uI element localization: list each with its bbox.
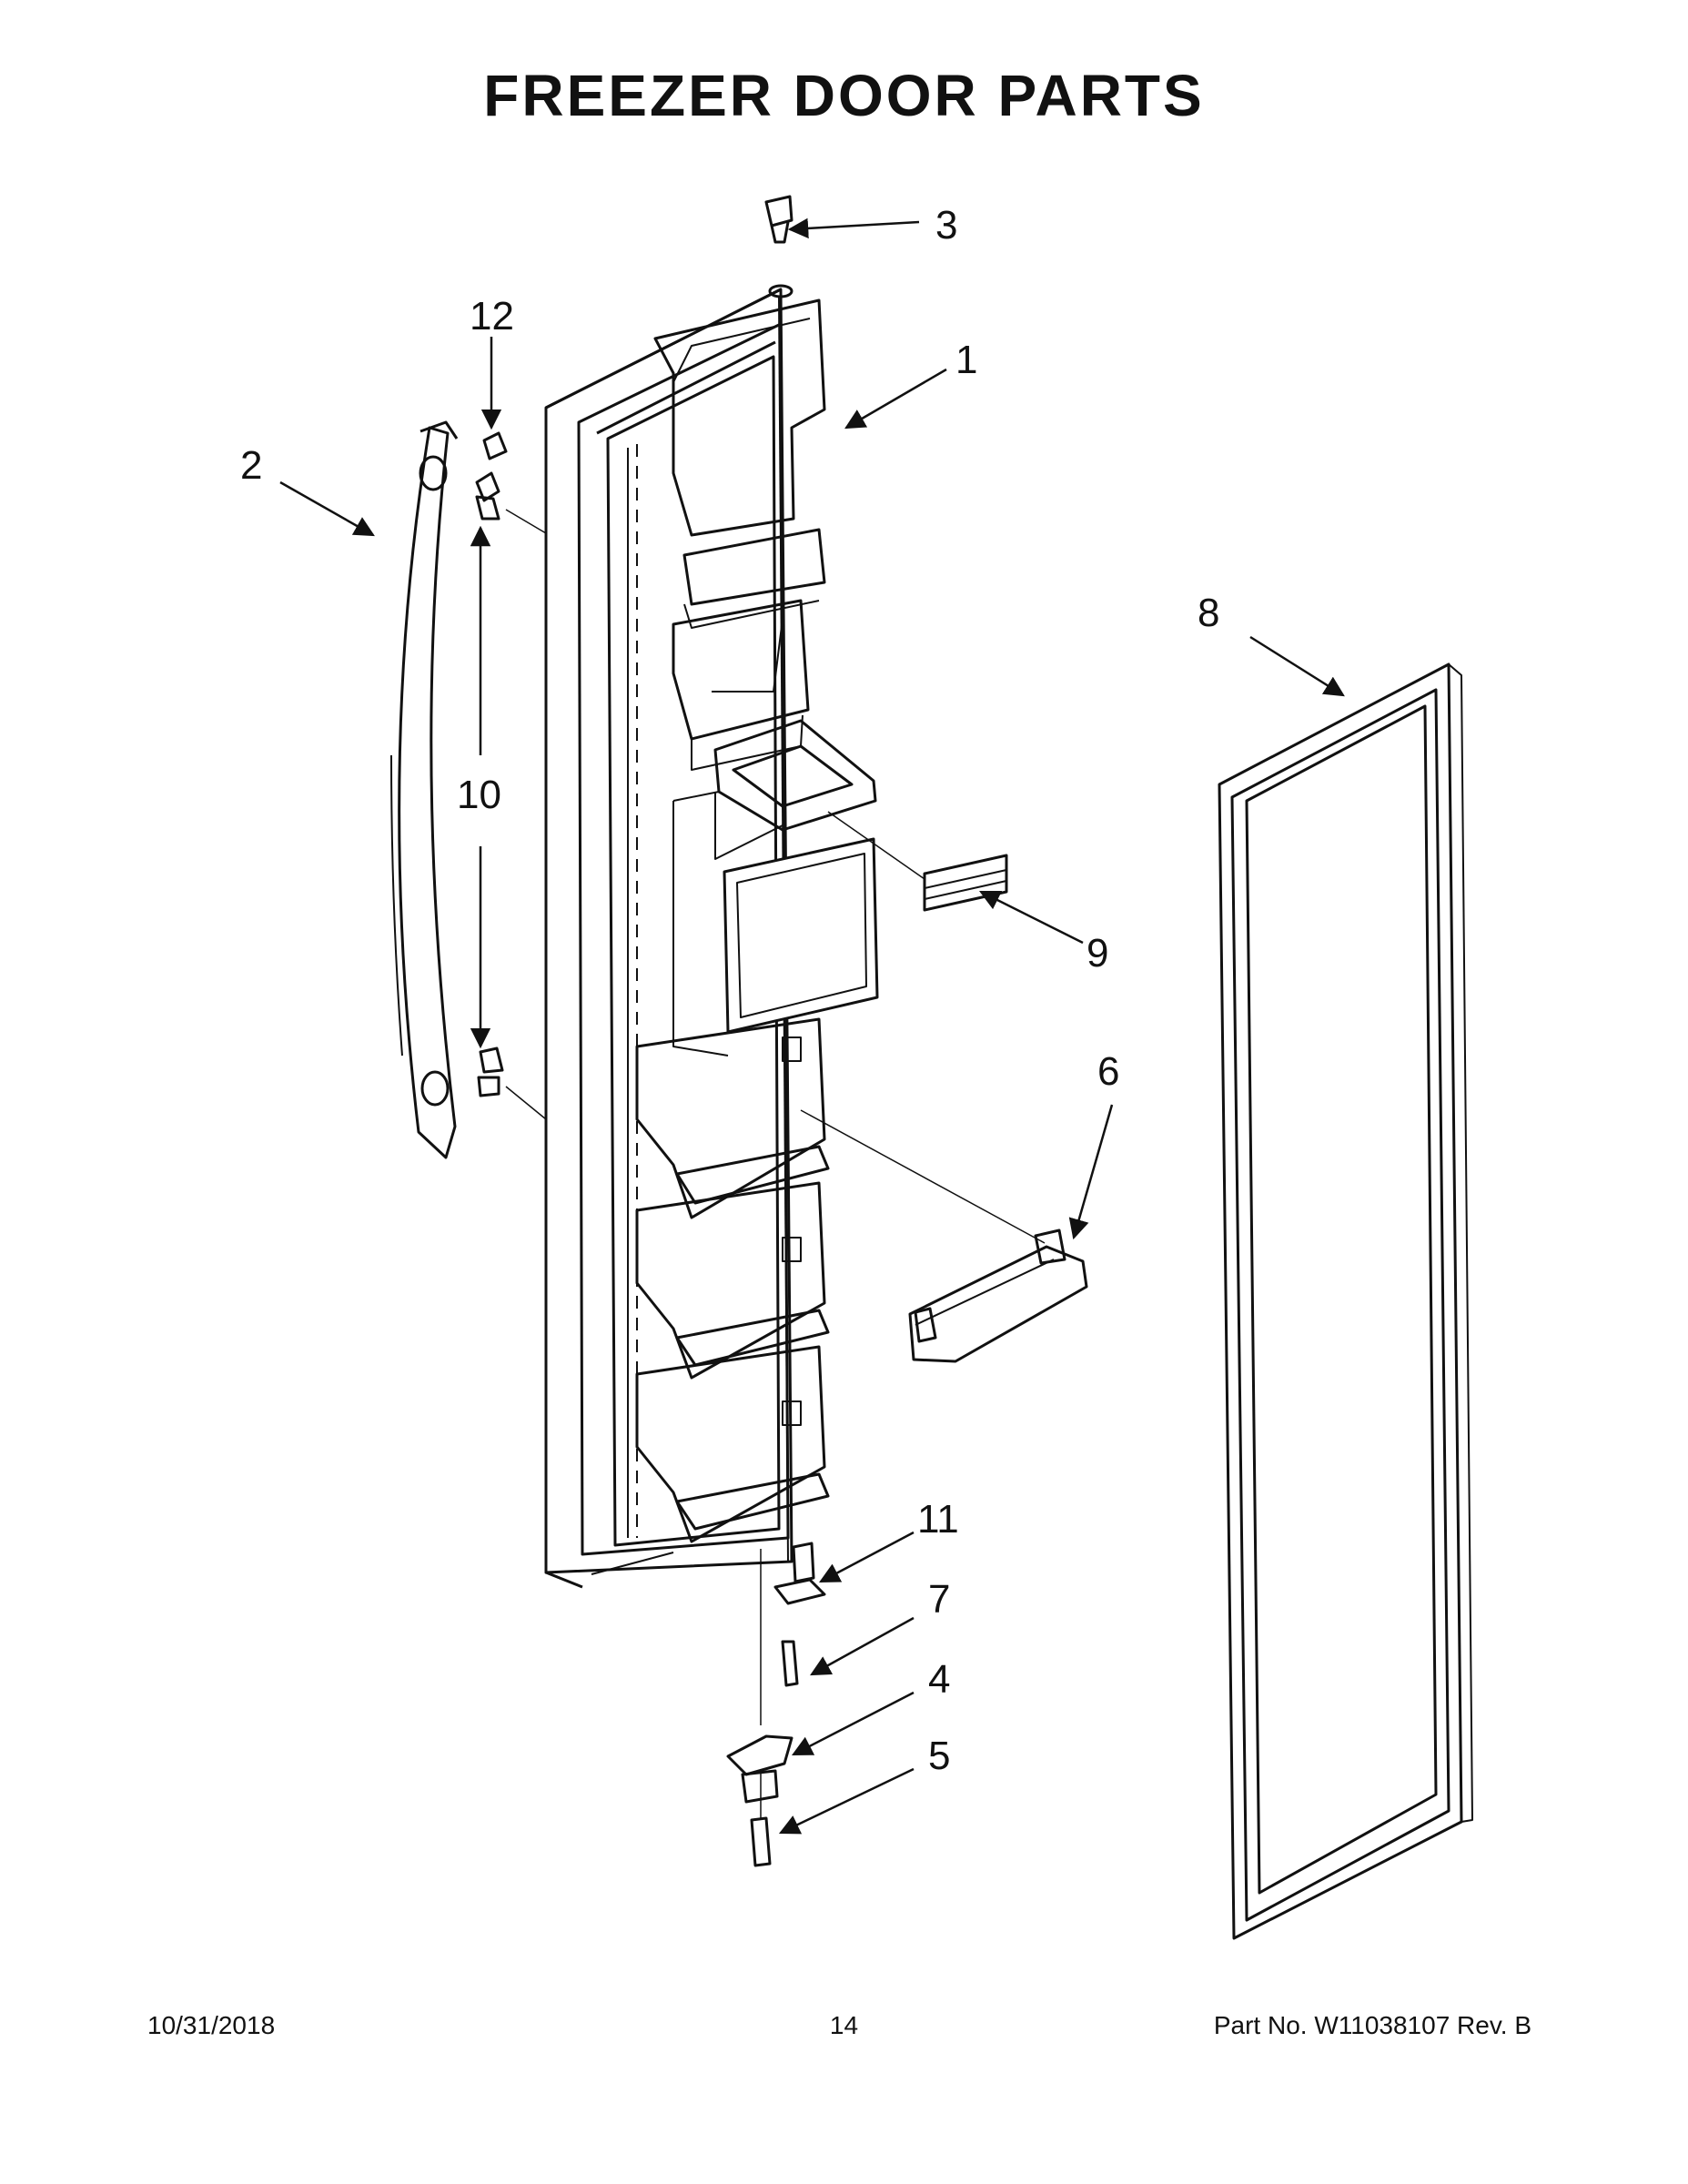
- footer-page-number: 14: [829, 2011, 859, 2039]
- callout-4: 4: [928, 1657, 950, 1702]
- door-lower-shelves: [635, 1017, 830, 1543]
- door-shelf-bin: [908, 1228, 1088, 1363]
- callout-7: 7: [928, 1577, 950, 1622]
- dispenser-seal-strip: [923, 854, 1008, 912]
- callout-arrows: [279, 217, 1345, 1835]
- door-upper-bin-area: [653, 298, 826, 771]
- freezer-door-panel: [544, 288, 793, 1589]
- callout-6: 6: [1097, 1049, 1119, 1094]
- page-title: FREEZER DOOR PARTS: [483, 63, 1205, 128]
- handle-studs: [475, 431, 508, 1097]
- callout-11: 11: [917, 1497, 959, 1542]
- callout-12: 12: [470, 294, 514, 339]
- callout-9: 9: [1087, 931, 1108, 976]
- bottom-hinge-parts: [726, 1542, 826, 1867]
- callout-3: 3: [935, 203, 957, 248]
- callout-8: 8: [1198, 591, 1219, 635]
- door-handle: [390, 420, 459, 1159]
- footer-part-number: Part No. W11038107 Rev. B: [1213, 2011, 1531, 2039]
- footer-date: 10/31/2018: [147, 2011, 276, 2039]
- top-hinge-bushing: [764, 195, 793, 298]
- callout-5: 5: [928, 1734, 950, 1778]
- mounting-leader-lines: [505, 509, 1046, 1820]
- callout-2: 2: [240, 443, 262, 488]
- dispenser-housing: [672, 719, 879, 1057]
- callout-10: 10: [457, 773, 501, 817]
- door-gasket: [1218, 662, 1473, 1940]
- callout-1: 1: [955, 338, 977, 382]
